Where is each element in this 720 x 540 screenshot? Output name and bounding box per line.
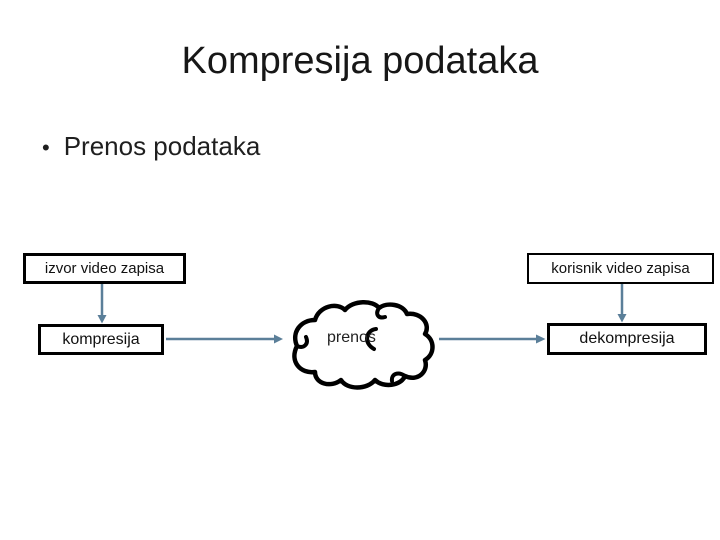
cloud-prenos: prenos (283, 294, 437, 390)
box-dekompresija: dekompresija (547, 323, 707, 355)
bullet-text: Prenos podataka (63, 131, 261, 161)
cloud-hook-bottom-right (389, 371, 407, 383)
arrowhead-right-prenos-icon (274, 334, 283, 344)
box-korisnik-video-zapisa: korisnik video zapisa (527, 253, 714, 284)
box-korisnik-label: korisnik video zapisa (551, 260, 690, 277)
cloud-hook-left (295, 335, 309, 349)
cloud-outline (292, 300, 435, 390)
box-kompresija: kompresija (38, 324, 164, 355)
cloud-shape-icon (292, 300, 435, 390)
cloud-label: prenos (327, 329, 376, 346)
box-kompresija-label: kompresija (62, 330, 140, 348)
cloud-hook-top (375, 306, 387, 320)
arrowhead-down-dekompresija-icon (617, 314, 627, 323)
box-izvor-label: izvor video zapisa (44, 260, 165, 277)
bullet-marker: • (42, 135, 50, 160)
arrowhead-right-dekompresija-icon (536, 334, 546, 344)
box-dekompresija-label: dekompresija (579, 330, 675, 347)
arrowhead-down-kompresija-icon (97, 315, 107, 324)
slide-title: Kompresija podataka (181, 40, 539, 82)
box-izvor-video-zapisa: izvor video zapisa (23, 253, 186, 284)
bullet-line: • Prenos podataka (42, 131, 260, 162)
cloud-hook-right (365, 327, 378, 351)
